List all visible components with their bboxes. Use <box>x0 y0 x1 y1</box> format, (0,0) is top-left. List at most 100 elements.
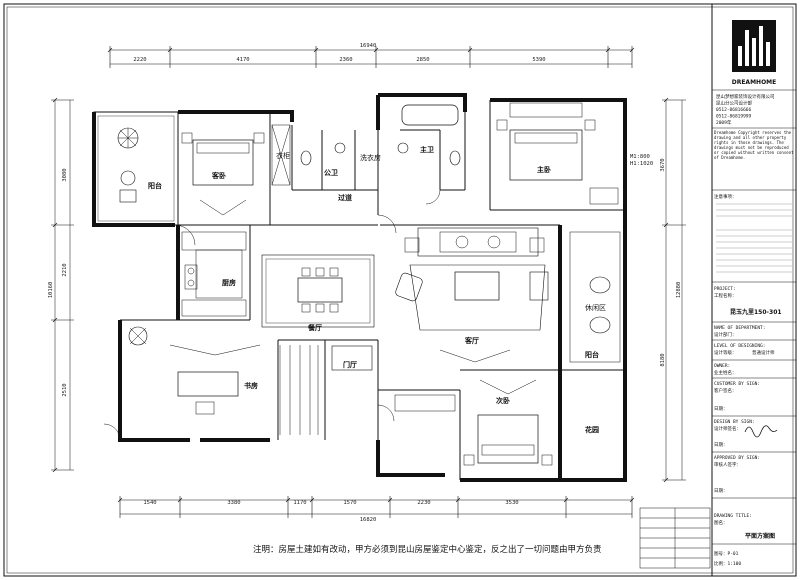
left-seg-3: 2510 <box>62 383 68 396</box>
drawing-title-cn: 图名： <box>714 519 728 526</box>
stove-icon <box>184 264 198 290</box>
master-bed-icon <box>509 129 583 181</box>
coffee-table-icon <box>454 271 500 301</box>
sink-2-icon <box>449 150 461 166</box>
room-cloak: 衣柜 <box>276 151 290 160</box>
sofa-icon <box>439 231 517 253</box>
right-total-dimension: 12880 <box>676 282 682 299</box>
top-dim-slash <box>467 47 473 53</box>
design-date: 日期： <box>714 442 728 448</box>
dept-label: NAME OF DEPARTMENT: <box>714 325 765 331</box>
notes-label: 注意事项： <box>714 193 737 200</box>
bottom-seg-1: 1540 <box>143 500 156 506</box>
brand-name: DREAMHOME <box>732 79 777 86</box>
bottom-seg-2: 3380 <box>227 500 240 506</box>
left-dim-slash <box>52 97 58 103</box>
customer-date: 日期： <box>714 406 728 412</box>
dining-table-icon <box>297 277 343 303</box>
bottom-seg-4: 1570 <box>343 500 356 506</box>
project-label-cn: 工程名称： <box>714 292 737 299</box>
left-dim-slash <box>52 222 58 228</box>
bottom-dim-slash <box>285 497 291 503</box>
drawing-number: 图号：P-01 <box>714 551 739 557</box>
level-label: LEVEL OF DESIGNING: <box>714 343 765 349</box>
level-value: 普通设计师 <box>752 349 775 356</box>
drawing-scale: 比例：1:100 <box>714 560 741 567</box>
window-tag-line: M1:800 <box>630 154 650 160</box>
right-seg-2: 8180 <box>660 353 666 366</box>
left-seg-2: 2210 <box>62 263 68 276</box>
top-seg-2: 4170 <box>236 57 249 63</box>
room-balcony-nw: 阳台 <box>148 181 162 190</box>
level-cn: 设计等级： <box>714 349 737 356</box>
project-label: PROJECT: <box>714 286 736 292</box>
project-name: 昆玉九里150-301 <box>730 308 782 316</box>
room-bedroom-master: 主卧 <box>537 165 551 174</box>
approved-label: APPROVED BY SIGN: <box>714 455 760 461</box>
room-washroom: 洗衣房 <box>360 153 381 162</box>
room-dining: 餐厅 <box>307 323 322 332</box>
top-seg-3: 2360 <box>339 57 352 63</box>
bed-icon <box>192 139 254 186</box>
room-kitchen: 厨房 <box>222 278 236 287</box>
desk-icon <box>177 371 239 397</box>
bottom-dim-slash <box>563 497 569 503</box>
left-seg-1: 3080 <box>62 168 68 181</box>
company-line: 0512-86816666 <box>716 107 752 113</box>
approved-cn: 审核人签字： <box>714 461 741 468</box>
customer-cn: 客户签名： <box>714 387 737 394</box>
bottom-seg-6: 3530 <box>505 500 518 506</box>
owner-label: OWNER: <box>714 363 730 369</box>
drawing-title-label: DRAWING TITLE: <box>714 513 752 519</box>
plant-2-icon <box>128 326 148 346</box>
top-dim-slash <box>167 47 173 53</box>
room-entry: 门厅 <box>343 360 357 369</box>
top-dim-slash <box>107 47 113 53</box>
bed-se-icon <box>477 414 539 464</box>
customer-label: CUSTOMER BY SIGN: <box>714 381 760 387</box>
footer-note: 注明：房屋土建如有改动，甲方必须到昆山房屋鉴定中心鉴定，反之出了一切问题由甲方负… <box>253 544 602 555</box>
room-garden: 花园 <box>585 425 599 434</box>
room-corridor: 过道 <box>338 193 352 202</box>
room-balcony-e: 阳台 <box>585 350 599 359</box>
left-total-dimension: 10160 <box>48 282 54 299</box>
company-line: 昆山梦想家装饰设计有限公司 <box>716 93 775 100</box>
bathtub-icon <box>401 104 459 126</box>
top-dimension-chain: 16940 2220 4170 2360 2850 5390 <box>107 43 635 68</box>
left-dim-slash <box>52 467 58 473</box>
chair-icon <box>120 170 136 186</box>
toilet-icon <box>334 142 346 154</box>
room-bath-1: 公卫 <box>324 169 338 177</box>
right-dimension-chain: 3670 8180 12880 <box>660 97 686 483</box>
bottom-dim-slash <box>309 497 315 503</box>
window-tag-line: H1:1020 <box>630 161 653 167</box>
title-block: DREAMHOME 昆山梦想家装饰设计有限公司昆山分公司设计部0512-8681… <box>639 3 797 577</box>
bottom-dim-slash <box>387 497 393 503</box>
drawing-title: 平面方案图 <box>745 532 775 540</box>
owner-cn: 业主姓名： <box>714 369 737 376</box>
signature-scribble <box>744 425 778 438</box>
toilet-2-icon <box>397 142 409 154</box>
bottom-dim-slash <box>629 497 635 503</box>
bottom-dim-slash <box>455 497 461 503</box>
room-bedroom-nw: 客卧 <box>211 171 226 180</box>
left-dim-slash <box>52 317 58 323</box>
top-seg-4: 2850 <box>416 57 429 63</box>
lounge-chair-icon <box>589 276 611 294</box>
design-cn: 设计师签名： <box>714 425 741 432</box>
top-total-dimension: 16940 <box>360 43 377 49</box>
top-seg-5: 5390 <box>532 57 545 63</box>
copyright-text: Dreamhome Copyright reserves the drawing… <box>714 130 794 160</box>
bottom-dimension-chain: 1540 3380 1170 1570 2230 3530 16820 <box>117 496 635 523</box>
dept-cn: 设计部门： <box>714 331 737 338</box>
bottom-dim-slash <box>117 497 123 503</box>
company-line: 昆山分公司设计部 <box>716 100 752 107</box>
right-dim-slash <box>663 222 669 228</box>
top-dim-slash <box>605 47 611 53</box>
right-seg-1: 3670 <box>660 158 666 171</box>
right-dim-slash <box>663 97 669 103</box>
room-living: 客厅 <box>464 336 479 345</box>
bottom-seg-5: 2230 <box>417 500 430 506</box>
